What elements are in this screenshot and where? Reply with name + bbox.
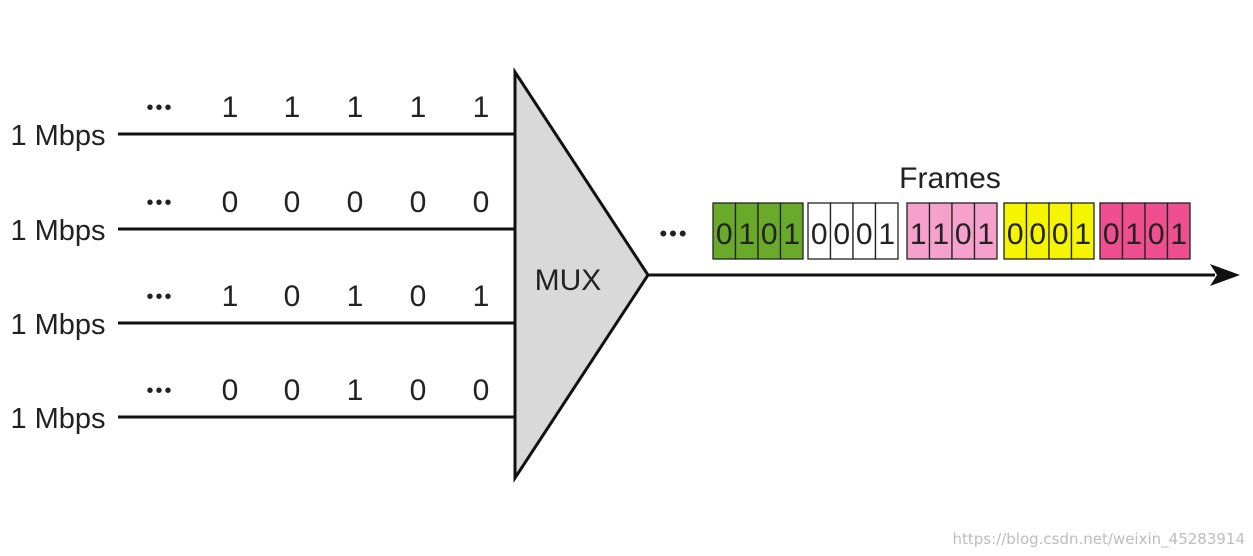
frame-cell xyxy=(1070,202,1095,260)
frame-bit: 0 xyxy=(761,218,778,251)
input-bit: 0 xyxy=(473,186,490,219)
input-bit: 0 xyxy=(473,374,490,407)
frame-bit: 0 xyxy=(1148,218,1165,251)
frame-bit: 1 xyxy=(1125,218,1142,251)
frame-bit: 0 xyxy=(1103,218,1120,251)
frame-bit: 1 xyxy=(977,218,994,251)
input-bit: 0 xyxy=(284,374,301,407)
frame-bit: 1 xyxy=(1170,218,1187,251)
output-arrowhead xyxy=(1210,264,1240,286)
frame-bit: 1 xyxy=(1074,218,1091,251)
frame-bit: 0 xyxy=(856,218,873,251)
rate-label: 1 Mbps xyxy=(10,309,105,341)
input-ellipsis: ••• xyxy=(146,192,173,214)
input-bit: 1 xyxy=(347,91,364,124)
input-bit: 1 xyxy=(347,280,364,313)
input-bit: 1 xyxy=(347,374,364,407)
input-bit: 0 xyxy=(410,186,427,219)
frame-cell xyxy=(779,202,804,260)
input-bit: 1 xyxy=(473,91,490,124)
frame-cell xyxy=(973,202,998,260)
input-ellipsis: ••• xyxy=(146,286,173,308)
frame-bit: 1 xyxy=(910,218,927,251)
input-bit: 0 xyxy=(347,186,364,219)
input-bit: 1 xyxy=(410,91,427,124)
frame-bit: 0 xyxy=(1052,218,1069,251)
frame-bit: 0 xyxy=(716,218,733,251)
frames-label: Frames xyxy=(899,162,1001,195)
frame-bit: 0 xyxy=(811,218,828,251)
input-bit: 0 xyxy=(284,280,301,313)
input-bit: 0 xyxy=(410,374,427,407)
frame-bit: 1 xyxy=(932,218,949,251)
rate-label: 1 Mbps xyxy=(10,403,105,435)
input-line-3: 1 Mbps ••• 1 0 1 0 1 xyxy=(10,280,515,341)
mux-label: MUX xyxy=(535,264,602,297)
input-ellipsis: ••• xyxy=(146,380,173,402)
input-line-2: 1 Mbps ••• 0 0 0 0 0 xyxy=(10,186,515,247)
input-bit: 1 xyxy=(284,91,301,124)
rate-label: 1 Mbps xyxy=(10,215,105,247)
input-ellipsis: ••• xyxy=(146,97,173,119)
input-bit: 0 xyxy=(222,374,239,407)
input-bit: 1 xyxy=(473,280,490,313)
rate-label: 1 Mbps xyxy=(10,120,105,152)
input-bit: 1 xyxy=(222,91,239,124)
frame-bit: 0 xyxy=(1007,218,1024,251)
input-bit: 0 xyxy=(284,186,301,219)
frame-bit: 1 xyxy=(878,218,895,251)
frame-bit: 0 xyxy=(1029,218,1046,251)
output-ellipsis: ••• xyxy=(659,221,688,246)
input-line-1: 1 Mbps ••• 1 1 1 1 1 xyxy=(10,91,515,152)
mux-triangle xyxy=(513,66,650,484)
watermark-text: https://blog.csdn.net/weixin_45283914 xyxy=(952,530,1245,549)
frame-bit: 1 xyxy=(783,218,800,251)
frame-bit: 1 xyxy=(738,218,755,251)
frame-bit: 0 xyxy=(955,218,972,251)
frame-cell xyxy=(1166,202,1191,260)
input-line-4: 1 Mbps ••• 0 0 1 0 0 xyxy=(10,374,515,435)
input-bit: 0 xyxy=(222,186,239,219)
frame-cell xyxy=(874,202,899,260)
input-bit: 0 xyxy=(410,280,427,313)
input-bit: 1 xyxy=(222,280,239,313)
frame-bit: 0 xyxy=(833,218,850,251)
